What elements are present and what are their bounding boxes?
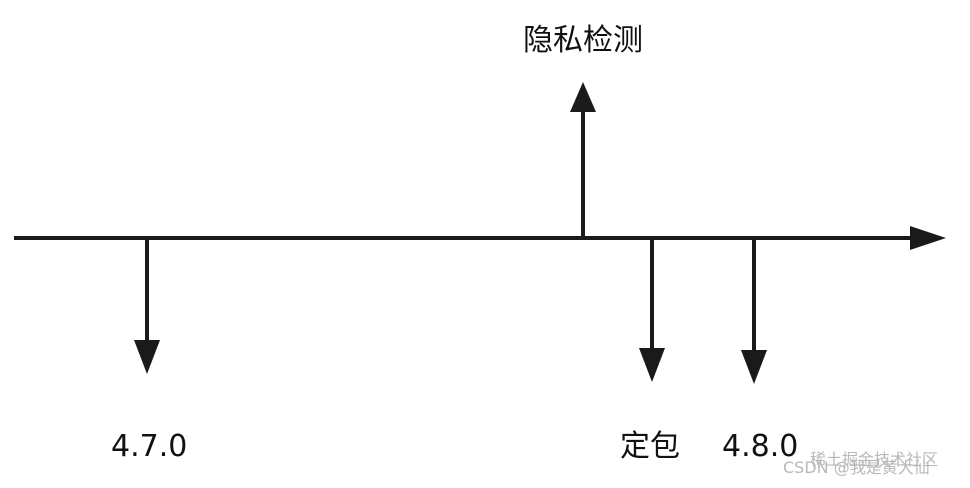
freeze-label: 定包 <box>620 429 680 464</box>
csdn-watermark: CSDN @我是黄大仙 <box>783 458 930 477</box>
privacy-check-label: 隐私检测 <box>523 23 643 58</box>
v480-arrowhead <box>741 350 767 384</box>
juejin-watermark: 稀土掘金技术社区 <box>810 450 939 469</box>
version-480-label: 4.8.0 <box>722 429 799 464</box>
v470-arrowhead <box>134 340 160 374</box>
privacy-check-arrowhead <box>570 82 596 112</box>
axis-arrowhead <box>910 226 946 250</box>
freeze-arrowhead <box>639 348 665 382</box>
version-470-label: 4.7.0 <box>111 429 188 464</box>
